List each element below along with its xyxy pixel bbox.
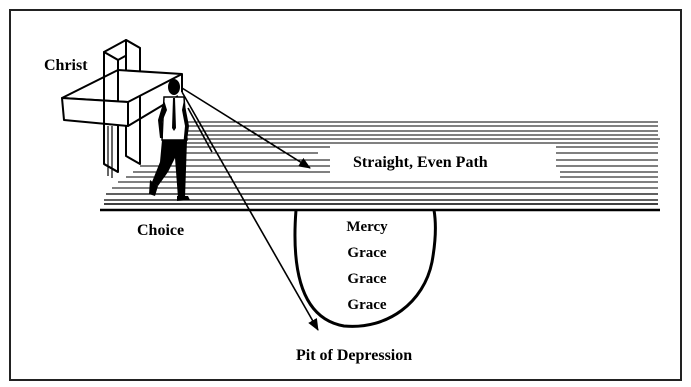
walking-man-icon bbox=[149, 79, 190, 201]
christ-label: Christ bbox=[44, 57, 88, 74]
pit-word-mercy: Mercy bbox=[346, 219, 388, 235]
pit-word-grace: Grace bbox=[347, 297, 386, 313]
straight-path-road bbox=[100, 121, 660, 212]
pit-curve bbox=[293, 209, 437, 328]
arrow-to-pit bbox=[181, 91, 319, 331]
arrow-to-straight-path bbox=[181, 87, 311, 169]
choice-arrows bbox=[181, 87, 319, 331]
pit-word-grace: Grace bbox=[347, 271, 386, 287]
pit-of-depression-label: Pit of Depression bbox=[296, 347, 412, 364]
cross-icon bbox=[61, 39, 183, 178]
straight-path-label: Straight, Even Path bbox=[353, 154, 488, 171]
arrow-to-pit-secondary bbox=[187, 107, 213, 153]
diagram-frame bbox=[9, 9, 682, 381]
choice-label: Choice bbox=[137, 222, 184, 239]
pit-word-grace: Grace bbox=[347, 245, 386, 261]
